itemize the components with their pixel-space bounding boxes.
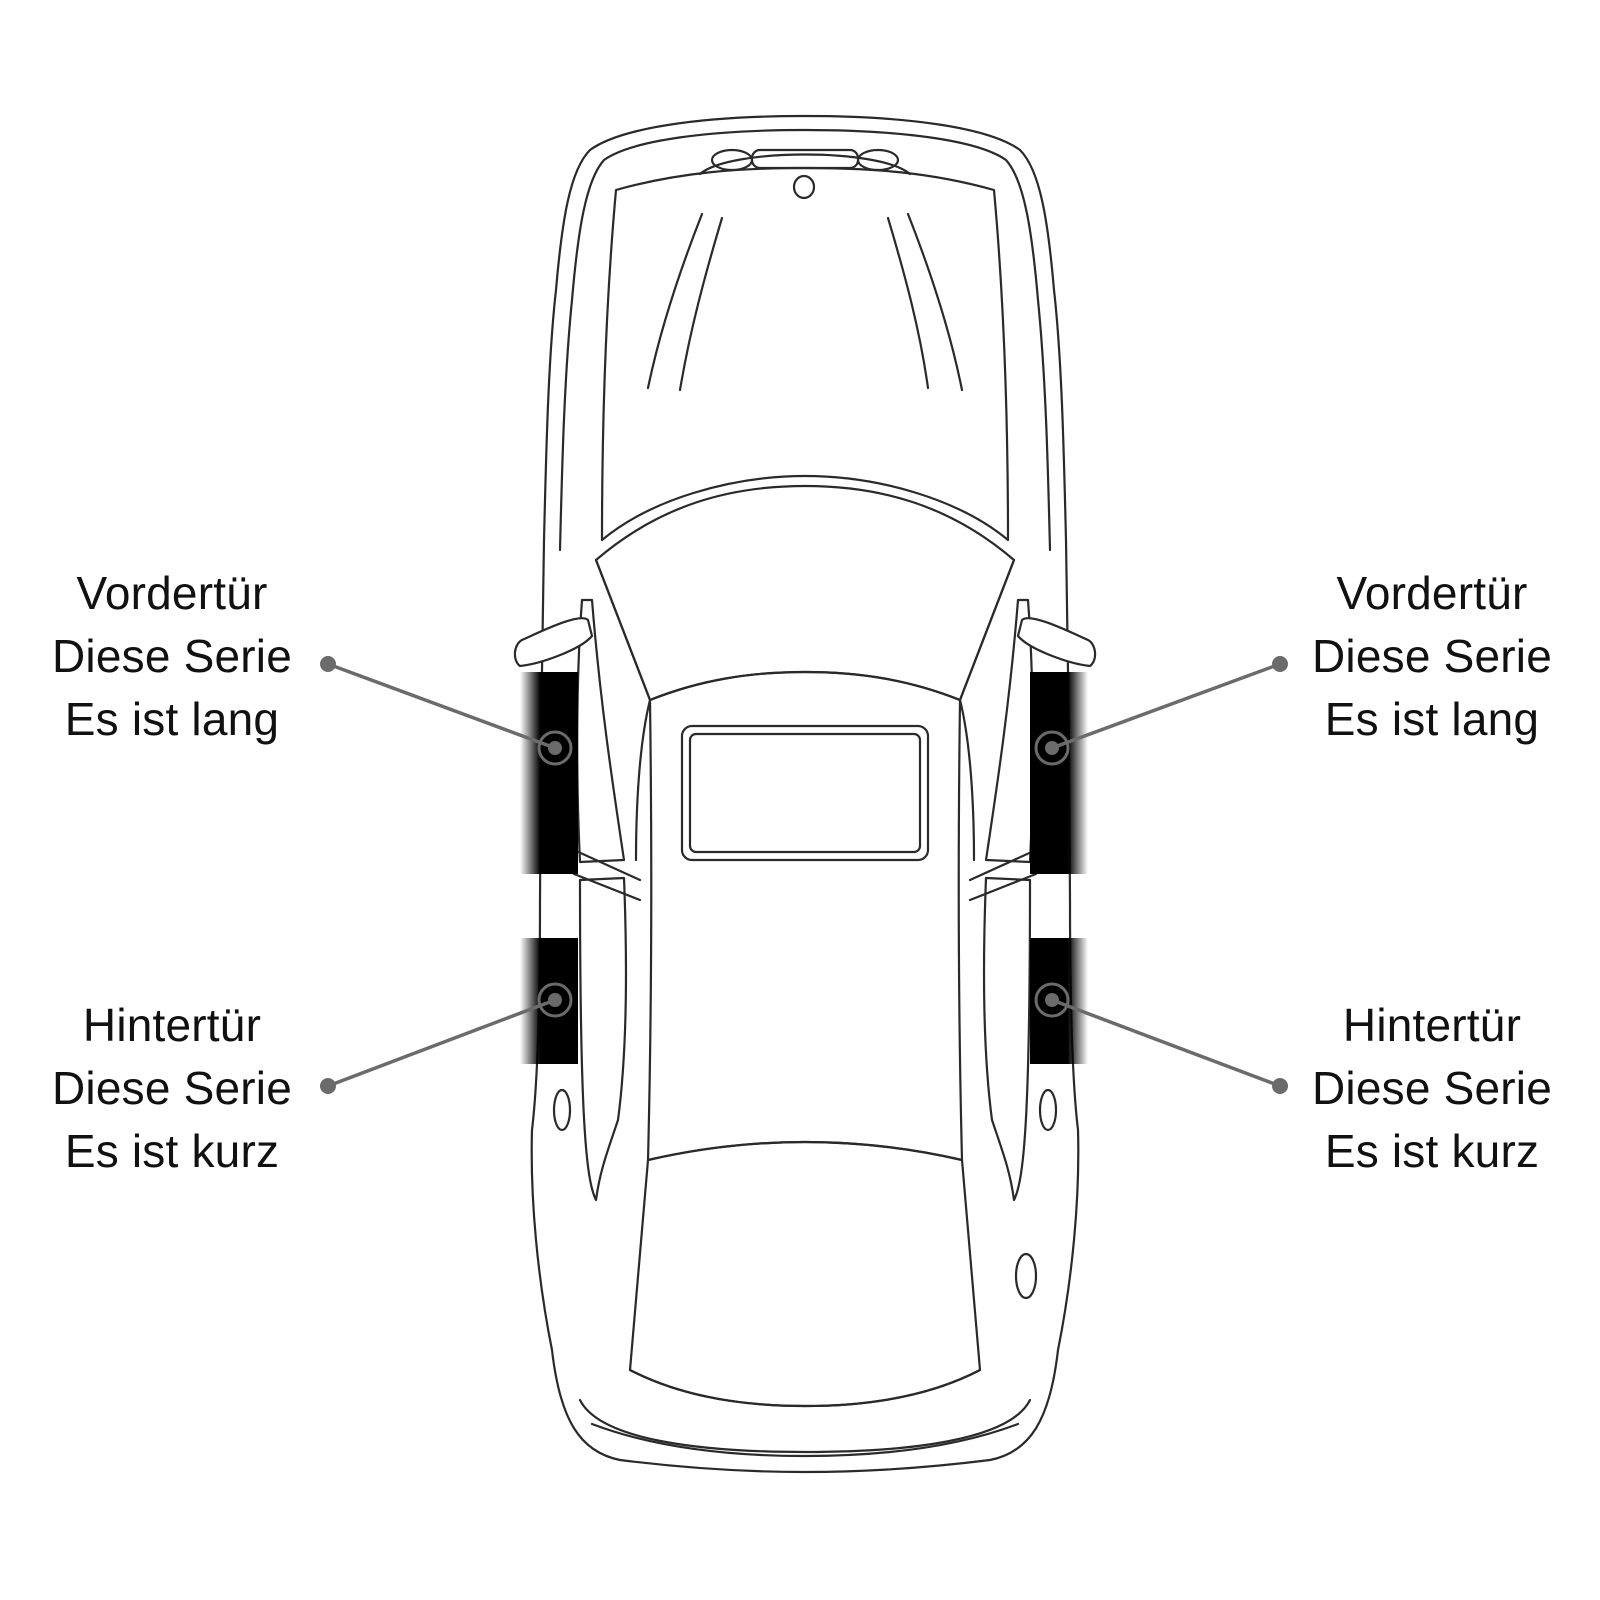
callout-line: Es ist kurz [1324, 1125, 1540, 1177]
hood-emblem [792, 174, 816, 200]
rear-bumper-lower [590, 1422, 1020, 1458]
leader-line-rear-left [327, 998, 556, 1088]
target-ring-rear-left [537, 982, 573, 1018]
target-dot-front-left [548, 741, 562, 755]
hood [600, 166, 1010, 542]
fuel-cap [1014, 1252, 1038, 1300]
side-marker-right [1038, 1088, 1058, 1132]
target-dot-front-right [1045, 741, 1059, 755]
front-light-right [856, 148, 900, 172]
callout-line: Es ist lang [64, 693, 280, 745]
b-pillar-left [572, 848, 642, 902]
windshield [594, 484, 1016, 702]
front-light-left [710, 148, 754, 172]
callout-line: Es ist kurz [64, 1125, 280, 1177]
mirror-left [513, 617, 594, 668]
leader-line-front-right [1051, 662, 1281, 750]
seal-strip-front-left [520, 672, 578, 874]
target-ring-front-left [537, 730, 573, 766]
leader-dot-front-right [1272, 656, 1288, 672]
sunroof-inner [688, 732, 922, 854]
leader-dot-front-left [320, 656, 336, 672]
callout-front-left: Vordertür Diese Serie Es ist lang [12, 562, 332, 751]
a-pillar-right [958, 558, 1016, 862]
rear-window [628, 1140, 982, 1408]
trunk [628, 1368, 982, 1408]
target-markers [537, 730, 1070, 1018]
callout-title: Hintertür [1342, 999, 1522, 1051]
roof [646, 670, 964, 1162]
side-window-rear-right [982, 876, 1032, 1202]
car-body-inner-outline [558, 128, 1052, 552]
callout-line: Diese Serie [1312, 1062, 1552, 1114]
b-pillar-right [968, 848, 1038, 902]
seal-strip-front-right [1030, 672, 1088, 874]
callout-title: Vordertür [76, 567, 268, 619]
callout-line: Diese Serie [52, 630, 292, 682]
target-ring-rear-right [1034, 982, 1070, 1018]
a-pillar-left [594, 558, 652, 862]
side-window-rear-left [578, 876, 628, 1202]
leader-lines [327, 662, 1281, 1088]
hood-crease-right-2 [906, 212, 964, 392]
leader-line-rear-right [1051, 998, 1281, 1088]
hood-crease-left-2 [678, 216, 724, 392]
side-window-front-left [576, 598, 626, 864]
target-dot-rear-left [548, 993, 562, 1007]
target-dot-rear-right [1045, 993, 1059, 1007]
sunroof-outer [680, 724, 930, 862]
leader-dot-rear-left [320, 1078, 336, 1094]
car-body [530, 114, 1080, 1474]
callout-line: Es ist lang [1324, 693, 1540, 745]
front-grille-slot [750, 148, 860, 170]
hood-crease-left-1 [646, 212, 704, 390]
target-ring-front-right [1034, 730, 1070, 766]
hood-crease-right-1 [886, 216, 930, 390]
leader-line-front-left [327, 662, 556, 750]
rear-bumper [578, 1398, 1032, 1454]
side-marker-left [552, 1088, 572, 1132]
callout-rear-left: Hintertür Diese Serie Es ist kurz [12, 994, 332, 1183]
leader-endpoints [320, 656, 1288, 1094]
callout-title: Hintertür [82, 999, 262, 1051]
callout-front-right: Vordertür Diese Serie Es ist lang [1272, 562, 1592, 751]
car-body-outline [530, 114, 1080, 1474]
mirror-right [1016, 617, 1097, 668]
leader-dot-rear-right [1272, 1078, 1288, 1094]
callout-line: Diese Serie [1312, 630, 1552, 682]
callout-rear-right: Hintertür Diese Serie Es ist kurz [1272, 994, 1592, 1183]
callout-line: Diese Serie [52, 1062, 292, 1114]
callout-title: Vordertür [1336, 567, 1528, 619]
